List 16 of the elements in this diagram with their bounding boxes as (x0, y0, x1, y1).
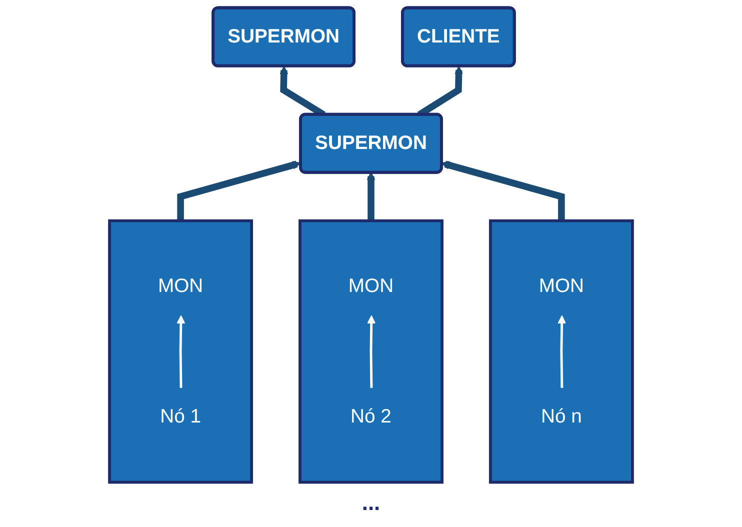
arrow (441, 160, 565, 221)
cluster (488, 219, 634, 484)
arrow (558, 315, 566, 388)
node-text: MON (538, 276, 584, 297)
cluster (298, 219, 444, 484)
ellipsis-text: ... (362, 490, 380, 515)
node-text: Nó n (540, 406, 582, 428)
arrow (366, 172, 376, 221)
arrow (176, 315, 186, 388)
arrow (177, 160, 301, 221)
arrow (367, 315, 376, 388)
node-text: Nó 1 (160, 406, 202, 428)
node-text: Nó 2 (350, 406, 392, 428)
node-text: MON (348, 276, 394, 297)
node-text: MON (158, 276, 204, 297)
cluster (108, 219, 254, 484)
